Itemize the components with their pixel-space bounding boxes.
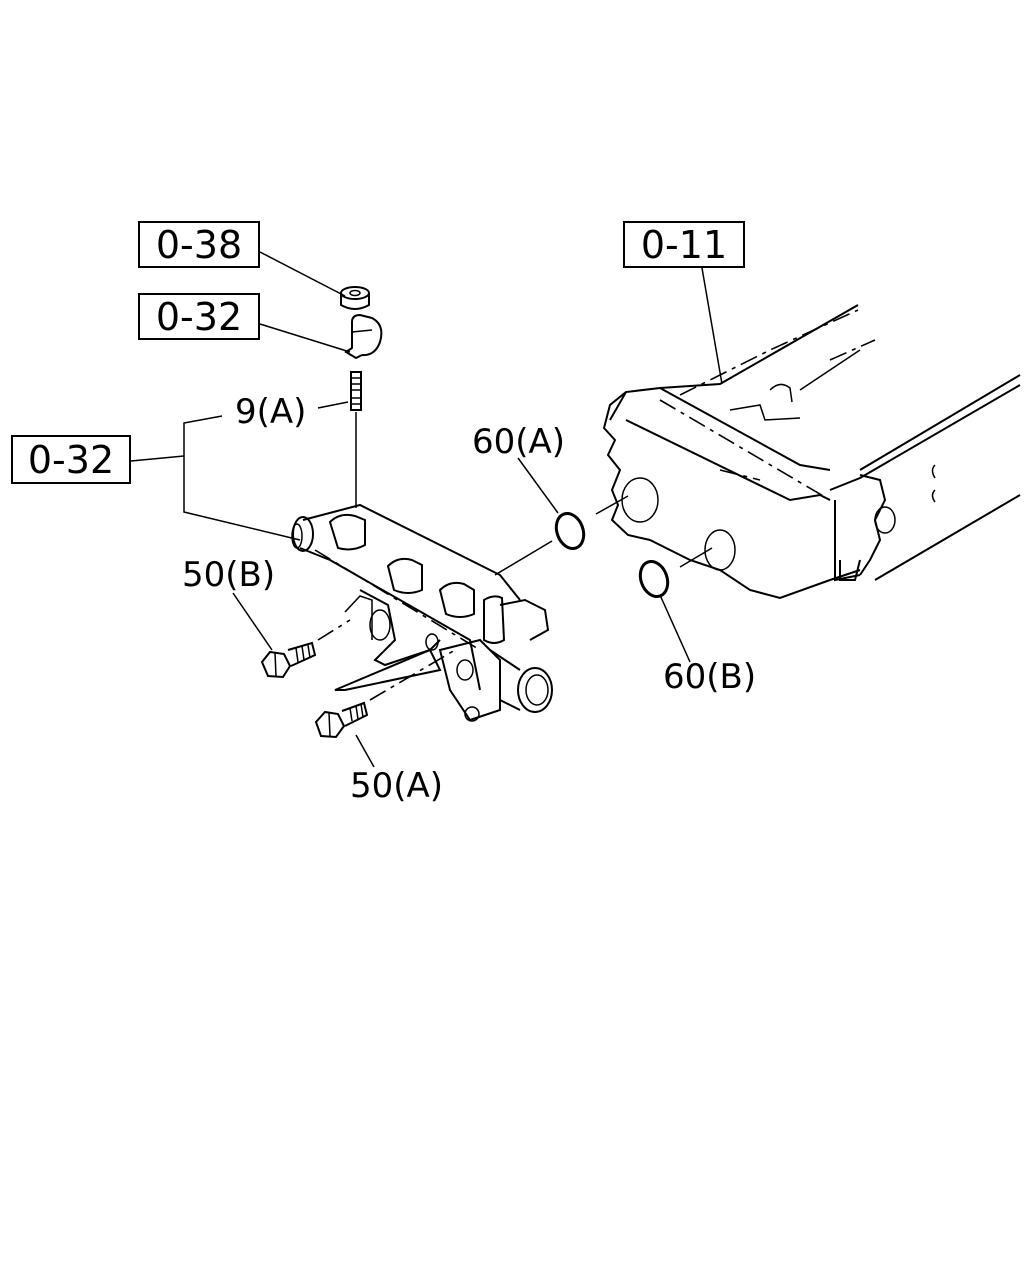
leader-lines <box>130 251 723 768</box>
label-50b: 50(B) <box>182 555 275 595</box>
ref-box-0-38[interactable]: 0-38 <box>138 221 260 268</box>
cylinder-head-icon <box>602 304 1021 600</box>
water-pipe-assembly-icon <box>291 503 553 722</box>
ref-box-0-32-left[interactable]: 0-32 <box>11 435 131 484</box>
bolt-50b-icon <box>260 619 351 679</box>
clip-icon <box>344 313 383 360</box>
label-9a: 9(A) <box>235 392 306 432</box>
flange-nut-icon <box>340 286 370 310</box>
ref-box-0-11-label: 0-11 <box>641 223 727 267</box>
ref-box-0-32-upper[interactable]: 0-32 <box>138 293 260 340</box>
o-ring-60a-icon <box>554 512 586 550</box>
stud-icon <box>350 371 362 508</box>
ref-box-0-32-left-label: 0-32 <box>28 438 114 482</box>
align-line-60a <box>494 540 553 576</box>
label-50a: 50(A) <box>350 766 443 806</box>
ref-box-0-32-upper-label: 0-32 <box>156 295 242 339</box>
bolt-50a-icon <box>314 649 456 739</box>
ref-box-0-11[interactable]: 0-11 <box>623 221 745 268</box>
label-60b: 60(B) <box>663 657 756 697</box>
label-60a: 60(A) <box>472 422 565 462</box>
ref-box-0-38-label: 0-38 <box>156 223 242 267</box>
align-line-60b-right <box>679 547 713 568</box>
o-ring-60b-icon <box>638 560 670 598</box>
align-line-60a-right <box>595 495 629 515</box>
